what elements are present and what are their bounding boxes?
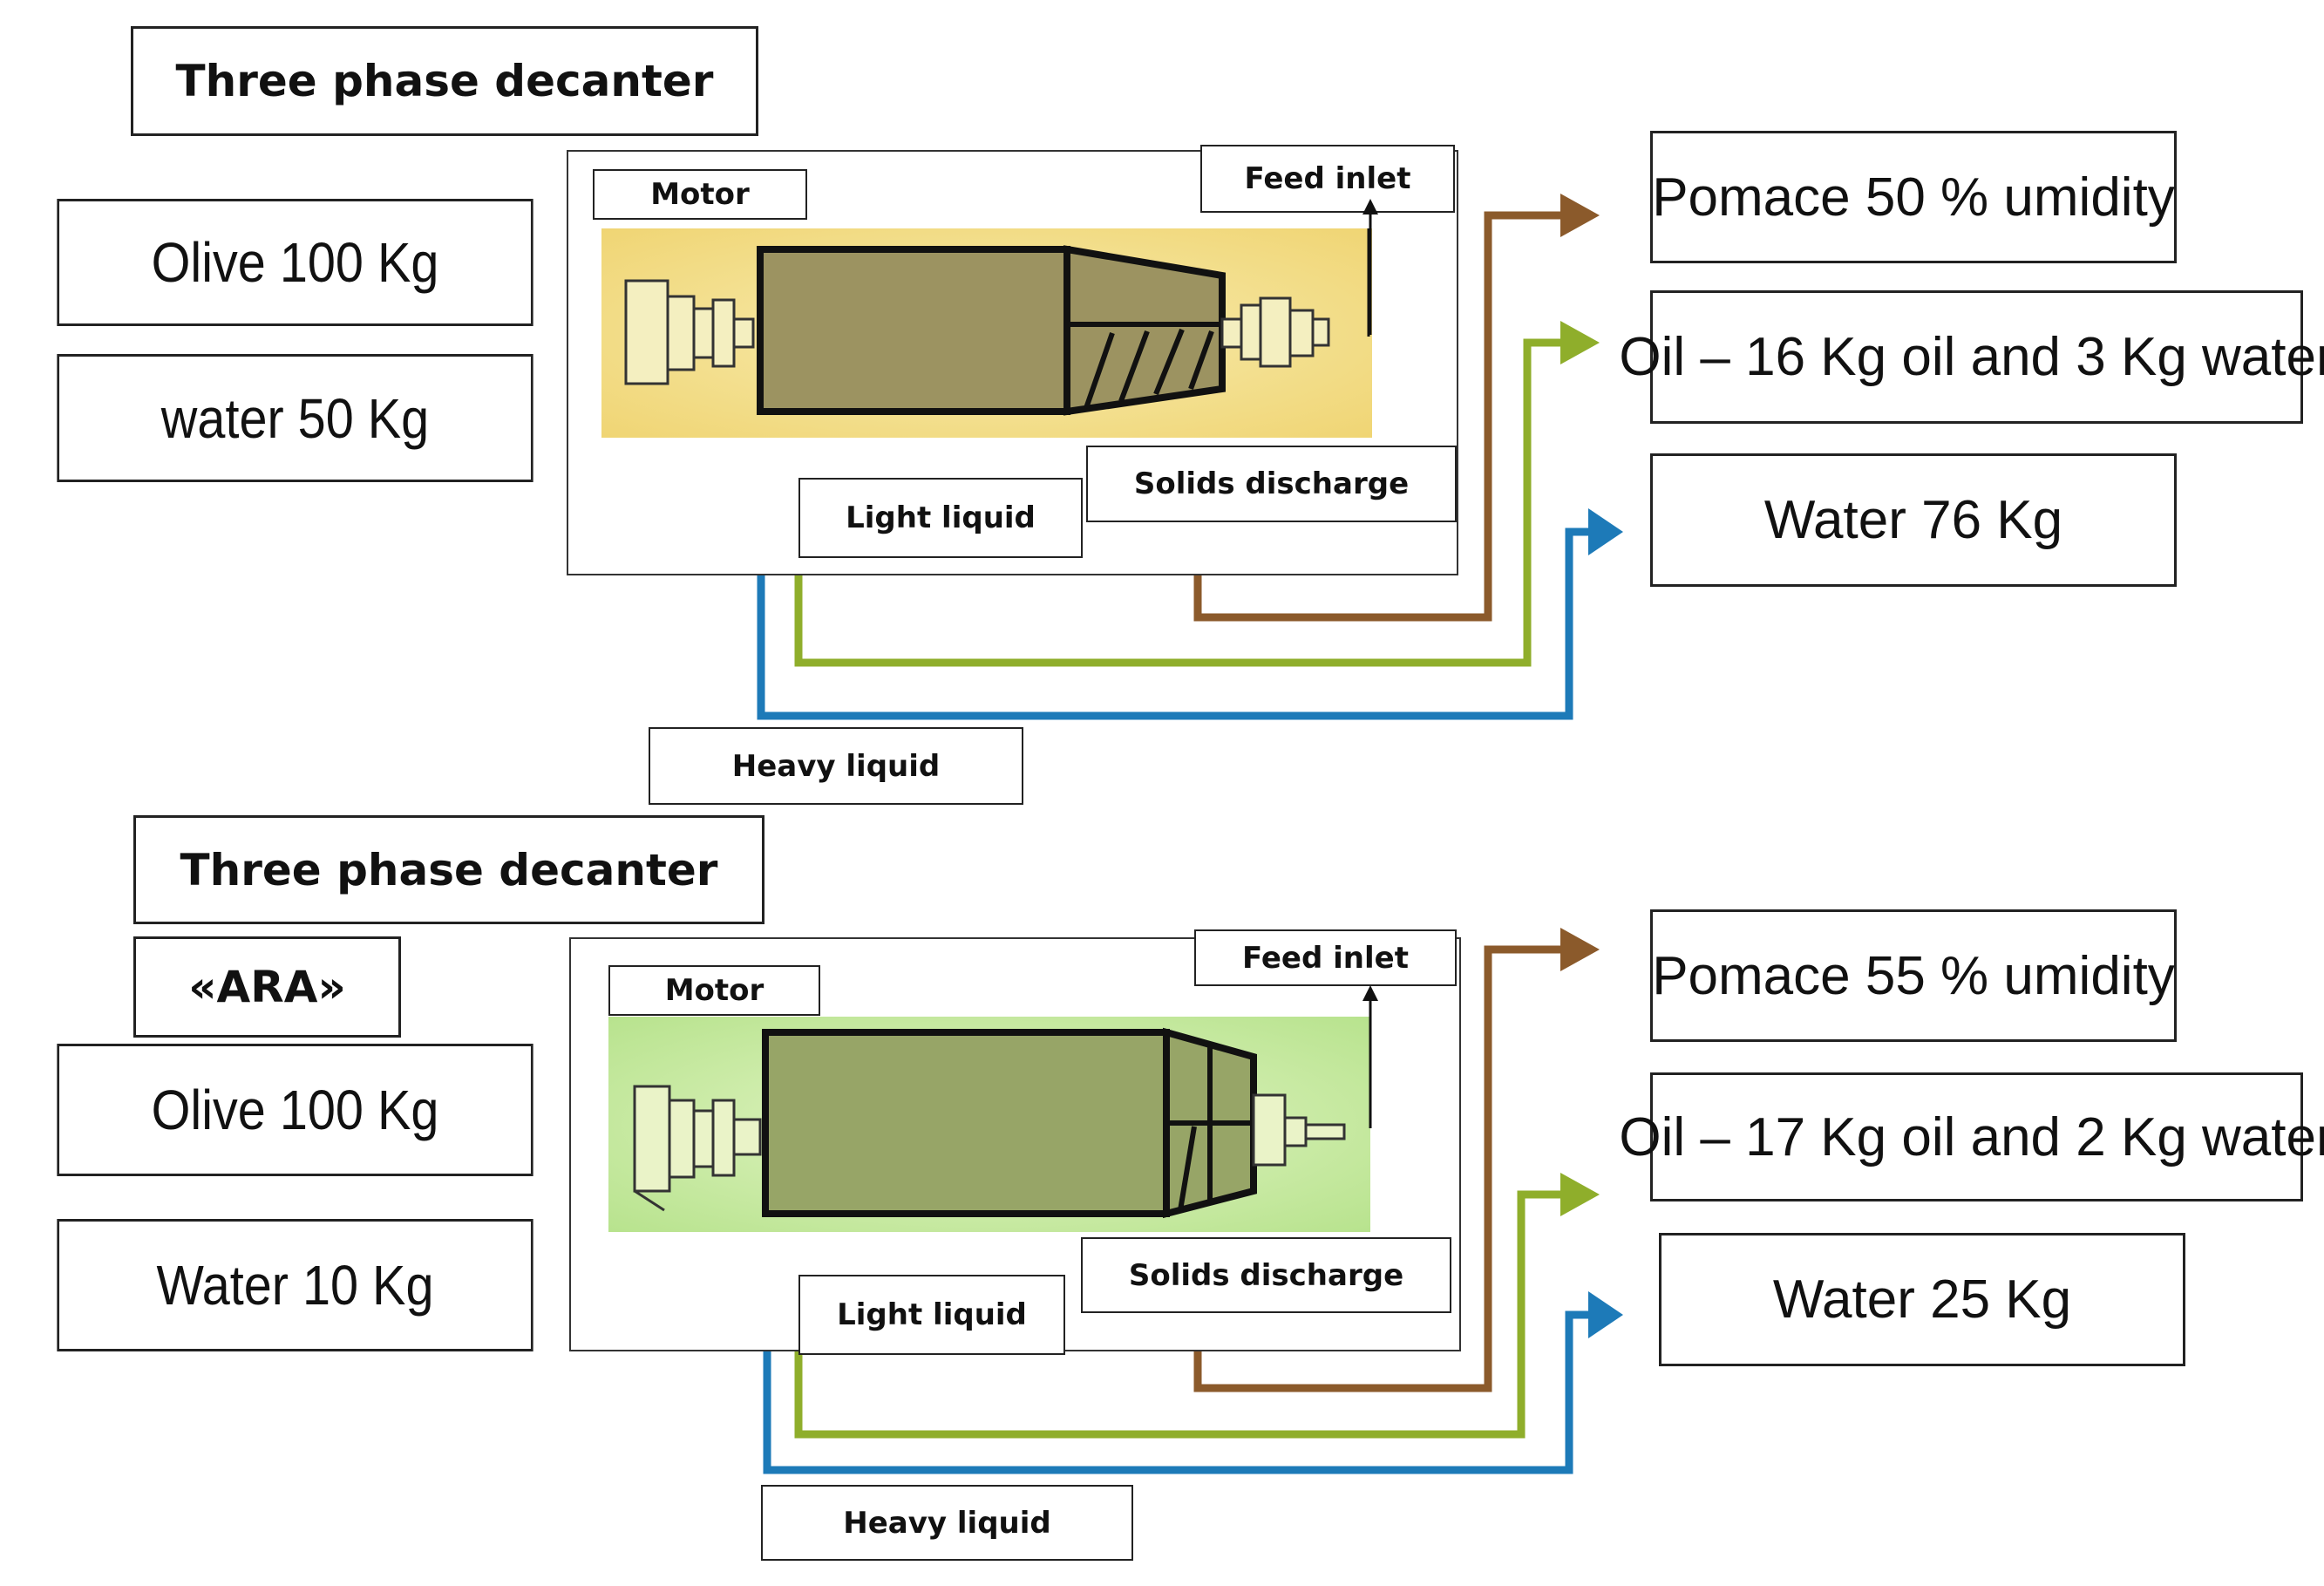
bottom-solids-arrow-icon (1560, 928, 1600, 971)
top-title: Three phase decanter (131, 26, 758, 136)
bottom-label-feed-inlet: Feed inlet (1194, 929, 1457, 986)
bottom-subtitle: «ARA» (133, 936, 401, 1038)
bottom-label-solids-discharge: Solids discharge (1081, 1237, 1451, 1313)
bottom-drum (762, 1029, 1170, 1217)
bottom-input-olive: Olive 100 Kg (57, 1044, 533, 1176)
top-decanter-machine (601, 228, 1372, 438)
top-water-arrow-icon (1588, 508, 1623, 555)
bottom-label-light-liquid: Light liquid (798, 1275, 1065, 1355)
bottom-output-oil: Oil – 17 Kg oil and 2 Kg water (1619, 1072, 2324, 1201)
top-solids-arrow-icon (1560, 194, 1600, 237)
top-oil-arrow-icon (1560, 321, 1600, 364)
bottom-motor-icon (633, 1085, 762, 1212)
bottom-label-heavy-liquid: Heavy liquid (761, 1485, 1133, 1561)
bottom-output-pomace: Pomace 55 % umidity (1650, 909, 2177, 1042)
top-label-motor: Motor (593, 169, 807, 220)
top-label-feed-inlet: Feed inlet (1200, 145, 1455, 213)
bottom-oil-arrow-icon (1560, 1173, 1600, 1216)
top-output-water: Water 76 Kg (1650, 453, 2177, 587)
bottom-decanter-machine (608, 1017, 1370, 1232)
top-label-heavy-liquid: Heavy liquid (649, 727, 1023, 805)
top-label-light-liquid: Light liquid (798, 478, 1083, 558)
top-output-oil: Oil – 16 Kg oil and 3 Kg water (1619, 290, 2324, 424)
top-output-pomace: Pomace 50 % umidity (1650, 131, 2177, 263)
bottom-output-water: Water 25 Kg (1659, 1233, 2185, 1366)
top-input-olive: Olive 100 Kg (57, 199, 533, 326)
bottom-water-arrow-icon (1588, 1291, 1623, 1338)
top-motor-icon (624, 279, 755, 385)
bottom-input-water: Water 10 Kg (57, 1219, 533, 1351)
top-label-solids-discharge: Solids discharge (1086, 446, 1457, 522)
top-drum (757, 246, 1070, 415)
top-cone (1063, 245, 1226, 416)
bottom-label-motor: Motor (608, 965, 820, 1016)
top-input-water: water 50 Kg (57, 354, 533, 482)
bottom-title: Three phase decanter (133, 815, 764, 924)
